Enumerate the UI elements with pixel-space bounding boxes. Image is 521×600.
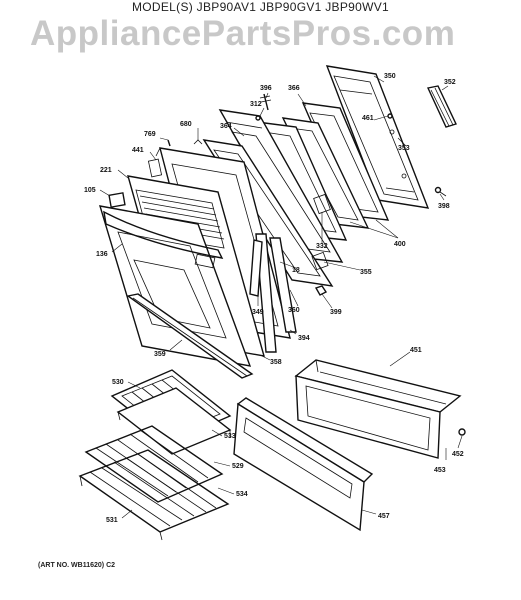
part-label-364: 364 <box>220 123 232 130</box>
part-label-441: 441 <box>132 147 144 154</box>
small-hardware <box>167 93 447 296</box>
part-label-394: 394 <box>298 335 310 342</box>
door-front-136 <box>99 192 252 367</box>
door-side-trim <box>249 233 297 353</box>
part-label-350: 350 <box>384 73 396 80</box>
part-label-529: 529 <box>232 463 244 470</box>
leader-lines <box>99 75 463 519</box>
drawer-front-457 <box>233 397 374 532</box>
part-label-221: 221 <box>100 167 112 174</box>
part-label-769: 769 <box>144 131 156 138</box>
model-header: MODEL(S) JBP90AV1 JBP90GV1 JBP90WV1 <box>131 0 390 14</box>
part-label-534: 534 <box>236 491 248 498</box>
part-label-461: 461 <box>362 115 374 122</box>
part-label-366: 366 <box>288 85 300 92</box>
part-label-533: 533 <box>224 433 236 440</box>
art-number: (ART NO. WB11620) C2 <box>38 562 116 569</box>
part-label-18: 18 <box>292 267 300 274</box>
part-label-680: 680 <box>180 121 192 128</box>
drawer-box-451 <box>294 359 466 459</box>
part-label-451: 451 <box>410 347 422 354</box>
door-bottom-trim-359 <box>126 293 254 379</box>
oven-racks <box>78 425 230 541</box>
part-label-349: 349 <box>252 309 264 316</box>
part-label-452: 452 <box>452 451 464 458</box>
part-label-398: 398 <box>438 203 450 210</box>
part-label-531: 531 <box>106 517 118 524</box>
part-label-396: 396 <box>260 85 272 92</box>
part-labels: 396 366 350 352 312 680 364 461 353 769 … <box>84 73 464 524</box>
part-label-358: 358 <box>270 359 282 366</box>
part-label-312: 312 <box>250 101 262 108</box>
part-label-453: 453 <box>434 467 446 474</box>
watermark-text: AppliancePartsPros.com <box>30 14 456 53</box>
part-label-332: 332 <box>316 243 328 250</box>
part-label-530: 530 <box>112 379 124 386</box>
part-label-400: 400 <box>394 241 406 248</box>
part-label-105: 105 <box>84 187 96 194</box>
part-label-399: 399 <box>330 309 342 316</box>
part-label-136: 136 <box>96 251 108 258</box>
part-label-359: 359 <box>154 351 166 358</box>
part-label-353: 353 <box>398 145 410 152</box>
part-label-355: 355 <box>360 269 372 276</box>
part-label-352: 352 <box>444 79 456 86</box>
door-gasket-352 <box>426 85 457 128</box>
part-label-457: 457 <box>378 513 390 520</box>
part-label-360: 360 <box>288 307 300 314</box>
